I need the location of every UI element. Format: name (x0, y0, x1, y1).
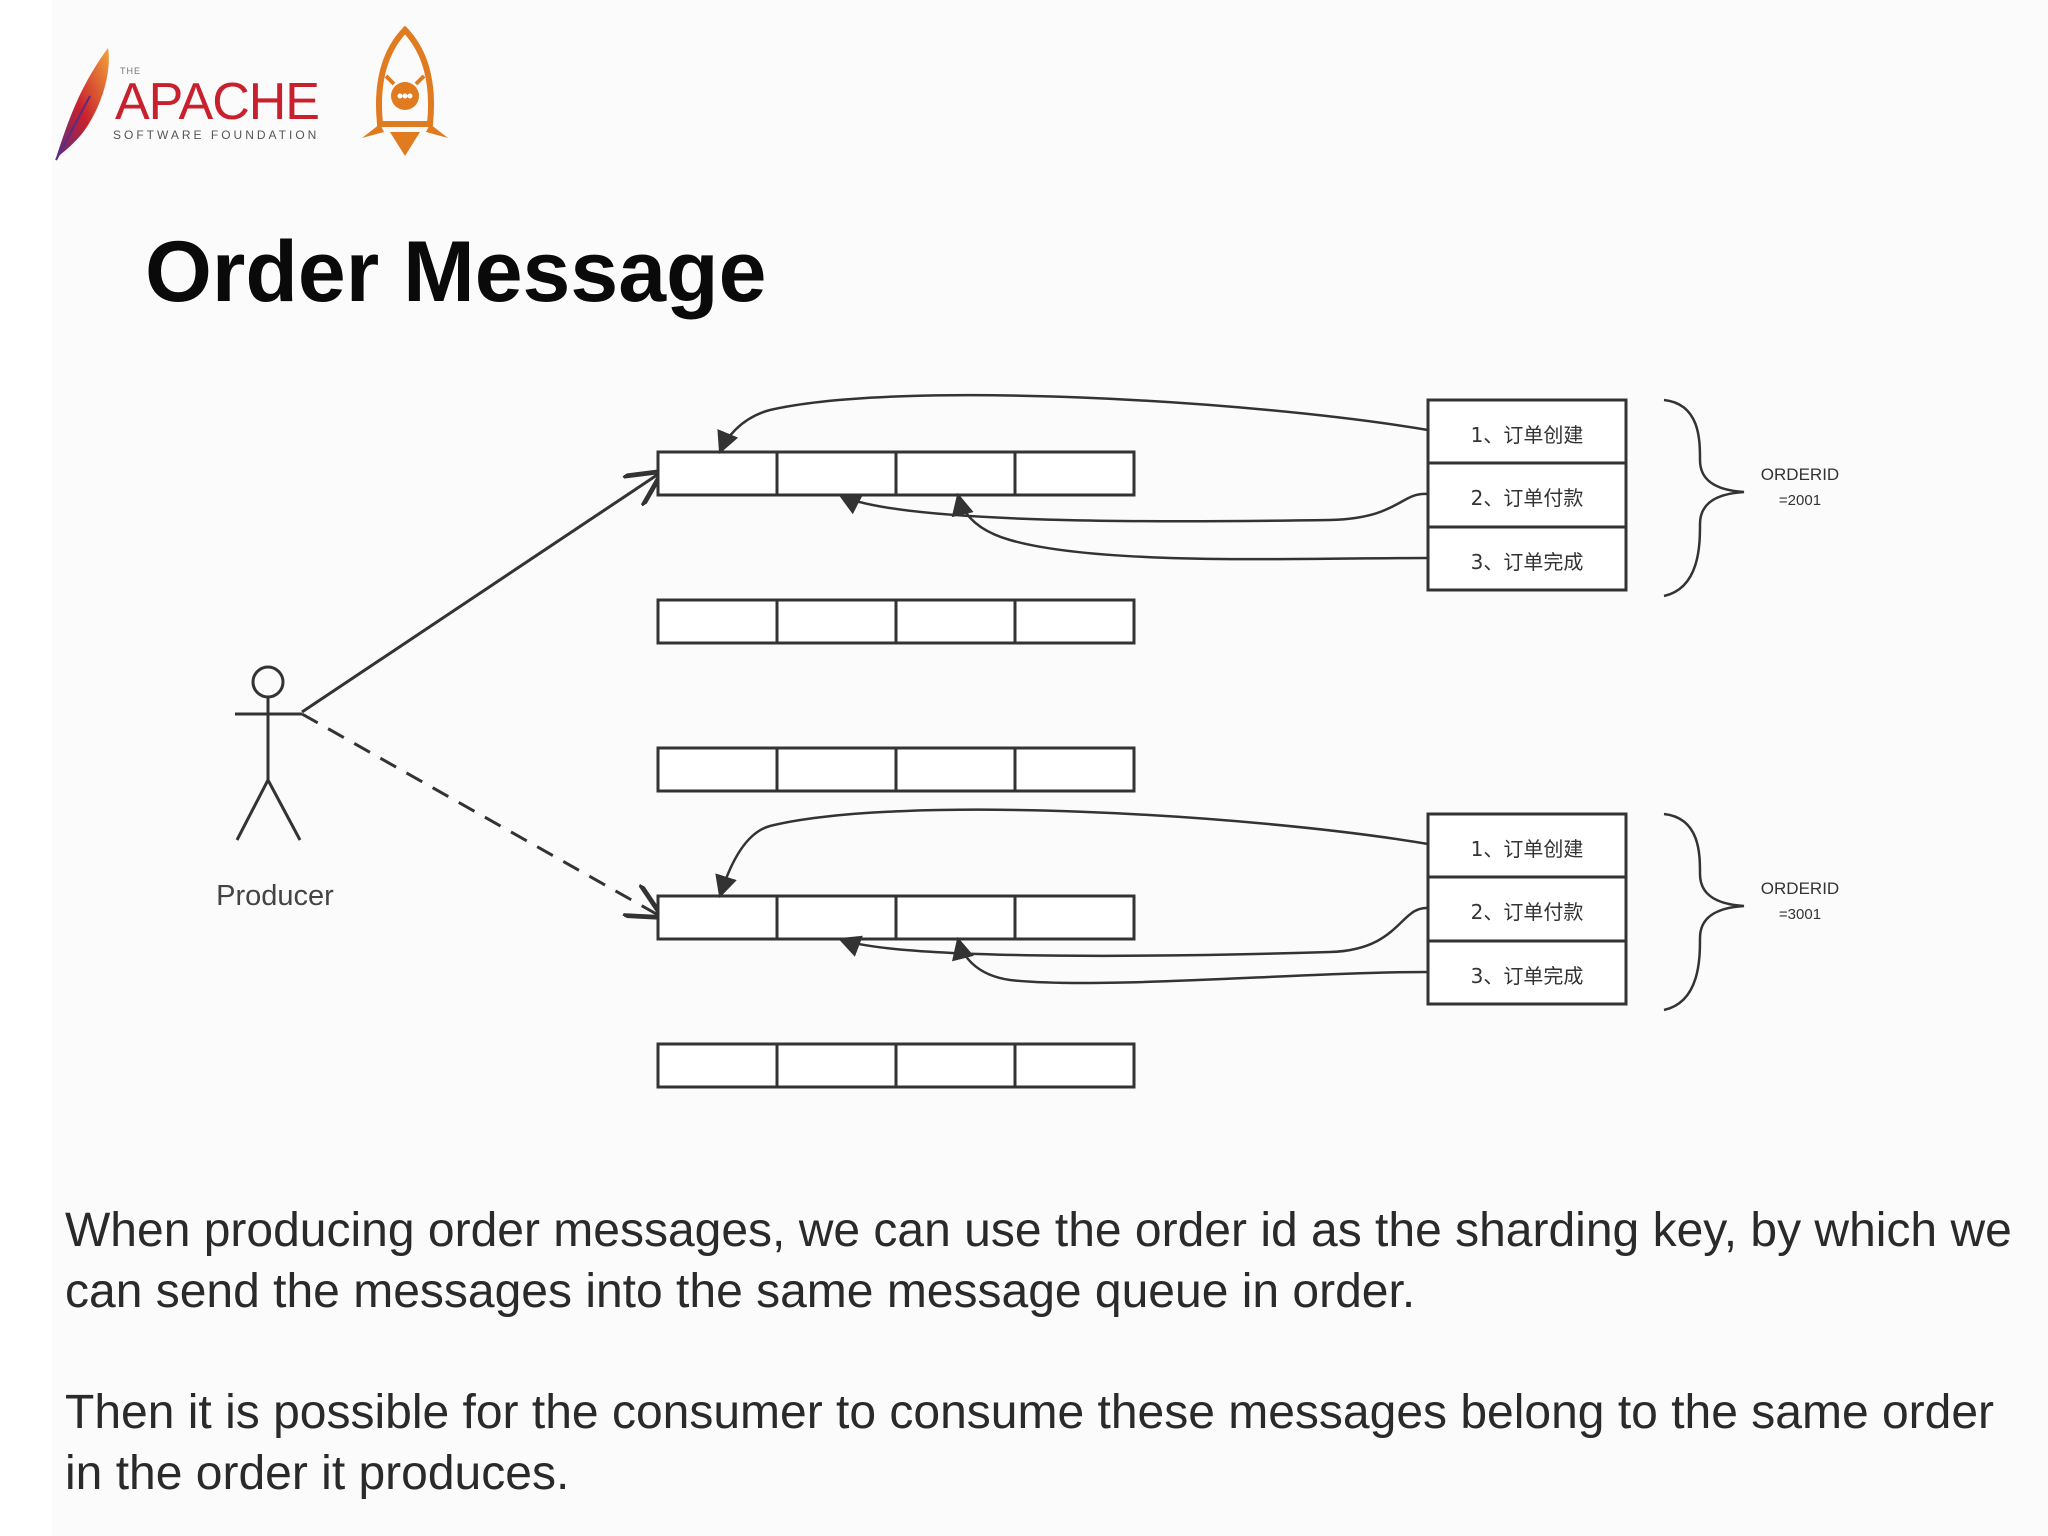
orderid-label-2: ORDERID (1761, 879, 1839, 898)
producer-label: Producer (216, 880, 334, 912)
orderid-value-2: =3001 (1779, 906, 1821, 923)
order-step: 3、订单完成 (1471, 964, 1584, 988)
apache-logo-subtitle: SOFTWARE FOUNDATION (113, 128, 320, 142)
order-message-diagram: Producer 1、订单创建 2、订单付款 3、订单完成 ORDERID (216, 393, 1839, 1089)
arrow-to-queue-1 (301, 473, 660, 714)
order-step: 2、订单付款 (1471, 900, 1584, 924)
arrow-step1-to-queue (715, 808, 1429, 899)
order-steps-box-2: 1、订单创建 2、订单付款 3、订单完成 (1426, 812, 1628, 1006)
order-steps-box-1: 1、订单创建 2、订单付款 3、订单完成 (1426, 398, 1628, 592)
arrow-step3-to-queue (952, 936, 1429, 985)
arrow-step3-to-queue (951, 492, 1429, 561)
orderid-label-1: ORDERID (1761, 465, 1839, 484)
order-step: 3、订单完成 (1471, 550, 1584, 574)
rocket-icon (362, 26, 448, 156)
feather-icon (55, 48, 109, 161)
arrow-to-queue-5 (301, 712, 660, 916)
brace-1 (1663, 398, 1745, 598)
arrow-step2-to-queue (837, 906, 1429, 958)
explanation-paragraph-2: Then it is possible for the consumer to … (65, 1386, 1995, 1500)
orderid-value-1: =2001 (1779, 492, 1821, 509)
queue-row (656, 598, 1136, 645)
apache-the-label: THE (120, 66, 141, 76)
order-step: 1、订单创建 (1471, 423, 1584, 447)
brace-2 (1663, 812, 1745, 1012)
queue-row (656, 746, 1136, 793)
arrow-step1-to-queue (717, 393, 1429, 455)
slide-title: Order Message (145, 224, 767, 320)
arrow-step2-to-queue (837, 492, 1429, 523)
producer-actor (235, 665, 302, 841)
order-step: 1、订单创建 (1471, 837, 1584, 861)
queue-row (656, 1042, 1136, 1089)
order-step: 2、订单付款 (1471, 486, 1584, 510)
message-queues (656, 450, 1136, 1089)
logo-area: THE APACHE SOFTWARE FOUNDATION (50, 26, 470, 176)
apache-logo-text: APACHE (115, 73, 320, 131)
queue-row (656, 894, 1136, 941)
queue-row (656, 450, 1136, 497)
explanation-paragraph-1: When producing order messages, we can us… (65, 1204, 2012, 1318)
